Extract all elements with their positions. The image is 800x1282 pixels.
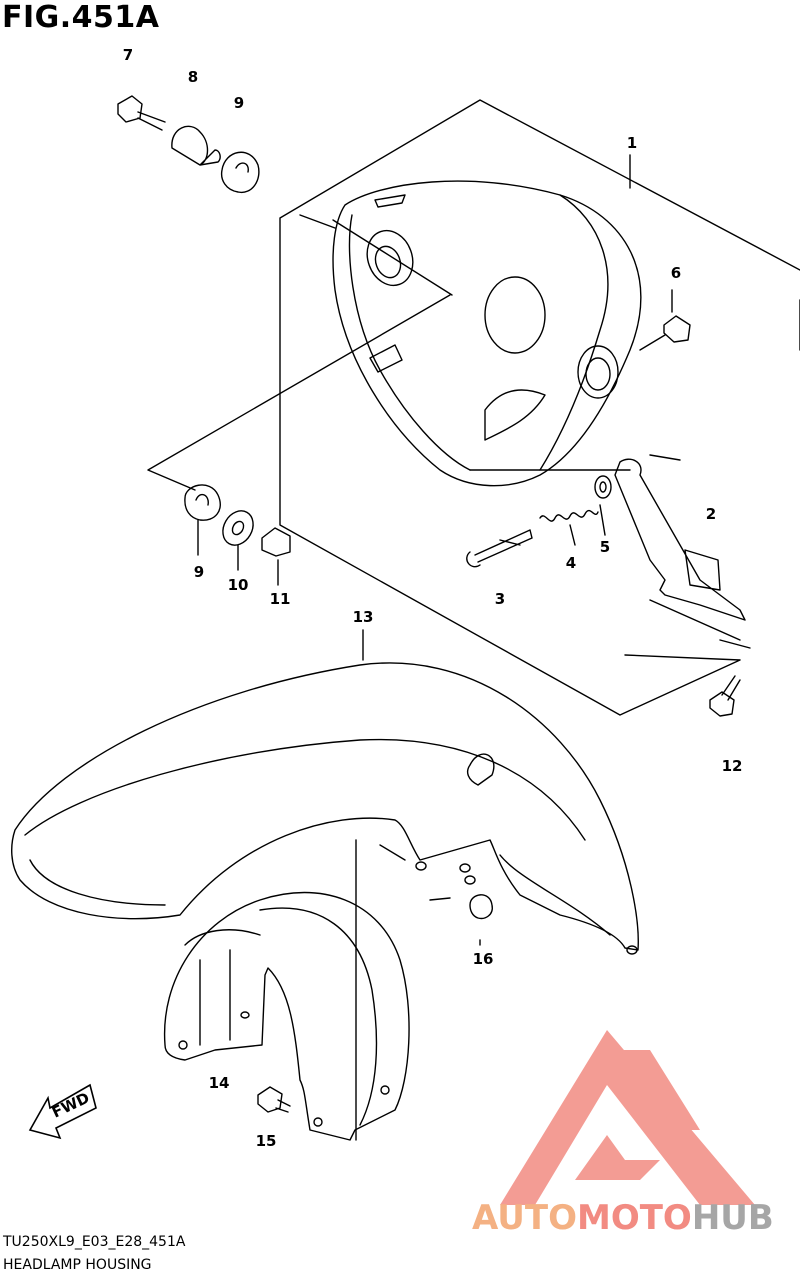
callout-15: 15 bbox=[255, 1132, 277, 1150]
bolt-15 bbox=[258, 1087, 290, 1112]
callout-12: 12 bbox=[721, 757, 743, 775]
watermark-part-auto: AUTO bbox=[472, 1198, 577, 1238]
bracket bbox=[615, 459, 745, 620]
bolt-7 bbox=[118, 96, 165, 130]
watermark-part-moto: MOTO bbox=[576, 1198, 692, 1238]
watermark-logo-icon bbox=[500, 1030, 755, 1205]
nut-11 bbox=[262, 528, 290, 556]
figure-name: HEADLAMP HOUSING bbox=[3, 1257, 152, 1273]
callout-9-lower: 9 bbox=[193, 563, 205, 581]
spring bbox=[540, 511, 598, 522]
collar-8 bbox=[172, 126, 220, 165]
callout-4: 4 bbox=[565, 554, 577, 572]
callout-16: 16 bbox=[472, 950, 494, 968]
callout-6: 6 bbox=[670, 264, 682, 282]
adjusting-screw bbox=[467, 530, 532, 567]
callout-8: 8 bbox=[187, 68, 199, 86]
callout-13: 13 bbox=[352, 608, 374, 626]
watermark-part-hub: HUB bbox=[691, 1198, 774, 1238]
assembly-frame-lines bbox=[280, 100, 800, 715]
callout-2: 2 bbox=[705, 505, 717, 523]
grommet-16 bbox=[470, 895, 492, 919]
inner-fender bbox=[165, 893, 409, 1141]
callout-14: 14 bbox=[208, 1074, 230, 1092]
figure-code: TU250XL9_E03_E28_451A bbox=[3, 1234, 186, 1250]
callout-11: 11 bbox=[269, 590, 291, 608]
nut-6 bbox=[664, 316, 690, 342]
callout-7: 7 bbox=[122, 46, 134, 64]
figure-title: FIG.451A bbox=[2, 0, 160, 35]
bolt-12 bbox=[710, 676, 740, 716]
callout-5: 5 bbox=[599, 538, 611, 556]
grommet-9-lower bbox=[185, 485, 220, 520]
leader-lines bbox=[148, 155, 740, 1140]
fwd-arrow-icon: FWD bbox=[30, 1085, 96, 1138]
front-fender bbox=[12, 663, 639, 954]
washer-10 bbox=[217, 505, 259, 550]
callout-9-top: 9 bbox=[233, 94, 245, 112]
headlamp-housing bbox=[300, 181, 641, 486]
callout-3: 3 bbox=[494, 590, 506, 608]
watermark-text: AUTOMOTOHUB bbox=[472, 1198, 774, 1238]
callout-1: 1 bbox=[626, 134, 638, 152]
grommet-9-top bbox=[222, 152, 259, 192]
washer-5 bbox=[595, 476, 611, 498]
callout-10: 10 bbox=[227, 576, 249, 594]
